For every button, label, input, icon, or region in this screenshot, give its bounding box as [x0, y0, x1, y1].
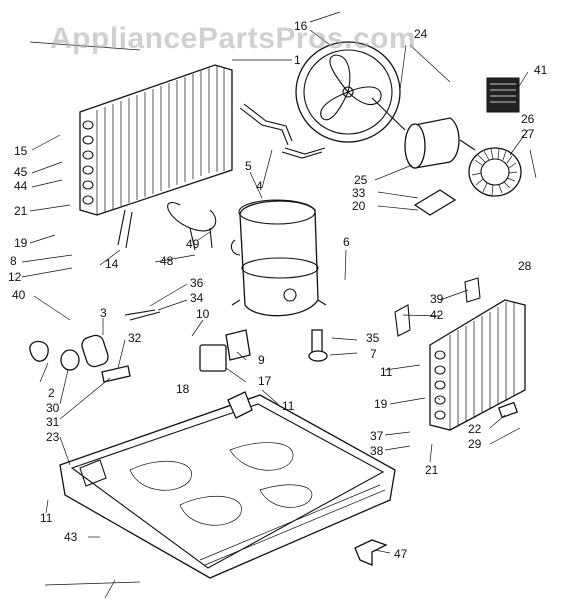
callout-2: 2	[48, 386, 55, 400]
callout-29: 29	[468, 437, 482, 451]
callout-12: 12	[8, 270, 22, 284]
callout-44: 44	[14, 179, 28, 193]
callout-16: 16	[294, 19, 308, 33]
callout-28: 28	[518, 259, 532, 273]
callout-43: 43	[64, 530, 78, 544]
callout-45: 45	[14, 165, 28, 179]
callout-30: 30	[46, 401, 60, 415]
callout-7: 7	[370, 347, 377, 361]
condenser-coil	[79, 64, 233, 216]
callout-35: 35	[366, 331, 380, 345]
callout-labels: 1 2 3 4 5 6 7 8 9 10 11 11 11 12 13 14 1…	[8, 19, 548, 561]
base-pan	[59, 391, 396, 579]
callout-22: 22	[468, 422, 482, 436]
callout-34: 34	[190, 291, 204, 305]
fan-blade	[295, 41, 401, 143]
callout-25: 25	[354, 173, 368, 187]
callout-20: 20	[352, 199, 366, 213]
callout-32: 32	[128, 331, 142, 345]
electrical-components	[29, 309, 328, 383]
callout-19-left: 19	[14, 236, 28, 250]
callout-40: 40	[12, 288, 26, 302]
callout-37: 37	[370, 429, 384, 443]
callout-15: 15	[14, 144, 28, 158]
callout-6: 6	[343, 235, 350, 249]
callout-39: 39	[430, 292, 444, 306]
filter-grille	[486, 77, 520, 113]
callout-1: 1	[294, 53, 301, 67]
callout-4: 4	[256, 179, 263, 193]
callout-9: 9	[258, 353, 265, 367]
compressor	[230, 199, 327, 317]
callout-42: 42	[430, 308, 444, 322]
callout-10: 10	[196, 307, 210, 321]
mounting-bracket	[354, 539, 388, 566]
evaporator-coil	[394, 277, 526, 431]
refrigerant-tubing	[117, 103, 326, 251]
callout-11-top: 11	[380, 365, 393, 379]
callout-31: 31	[46, 415, 60, 429]
callout-38: 38	[370, 444, 384, 458]
callout-11-mid: 11	[282, 399, 295, 413]
callout-17: 17	[258, 374, 272, 388]
callout-11-base: 11	[40, 511, 53, 525]
callout-5: 5	[245, 159, 252, 173]
callout-14: 14	[105, 257, 119, 271]
callout-21-left: 21	[14, 204, 28, 218]
callout-48: 48	[160, 254, 174, 268]
callout-8: 8	[10, 254, 17, 268]
callout-19-right: 19	[374, 397, 388, 411]
callout-26: 26	[521, 112, 535, 126]
callout-24: 24	[414, 27, 428, 41]
leader-lines	[21, 11, 537, 599]
callout-21-right: 21	[425, 463, 439, 477]
callout-49: 49	[186, 237, 200, 251]
callout-47: 47	[394, 547, 408, 561]
callout-3: 3	[100, 306, 107, 320]
fan-motor	[371, 97, 476, 169]
callout-41: 41	[534, 63, 548, 77]
blower-wheel	[468, 147, 522, 197]
callout-33: 33	[352, 186, 366, 200]
callout-23: 23	[46, 430, 60, 444]
motor-bracket	[413, 189, 457, 216]
callout-27: 27	[521, 127, 535, 141]
callout-36: 36	[190, 276, 204, 290]
callout-18: 18	[176, 382, 190, 396]
